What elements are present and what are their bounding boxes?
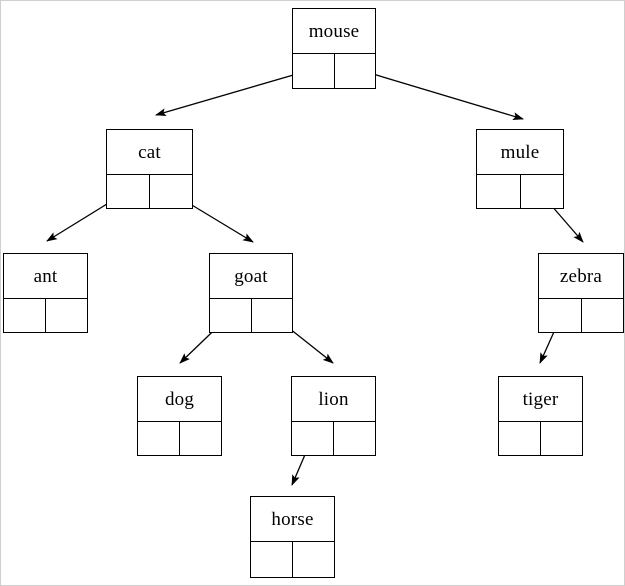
pointer-edge-mouse-cat xyxy=(155,68,315,117)
node-label-horse: horse xyxy=(251,497,334,542)
node-label-ant: ant xyxy=(4,254,87,299)
node-label-mouse: mouse xyxy=(293,9,375,54)
node-pointers-zebra xyxy=(539,299,623,332)
node-left-pointer-mule[interactable] xyxy=(477,175,521,208)
node-left-pointer-zebra[interactable] xyxy=(539,299,582,332)
node-right-pointer-mule[interactable] xyxy=(520,175,563,208)
tree-node-goat[interactable]: goat xyxy=(209,253,293,333)
node-right-pointer-lion[interactable] xyxy=(334,422,375,455)
node-right-pointer-dog[interactable] xyxy=(180,422,221,455)
node-pointers-mule xyxy=(477,175,563,208)
tree-node-dog[interactable]: dog xyxy=(137,376,222,456)
tree-node-horse[interactable]: horse xyxy=(250,496,335,578)
node-label-mule: mule xyxy=(477,130,563,175)
node-right-pointer-ant[interactable] xyxy=(46,299,87,332)
node-left-pointer-mouse[interactable] xyxy=(293,54,335,88)
node-right-pointer-mouse[interactable] xyxy=(334,54,375,88)
node-left-pointer-tiger[interactable] xyxy=(499,422,541,455)
node-left-pointer-goat[interactable] xyxy=(210,299,252,332)
tree-node-mouse[interactable]: mouse xyxy=(292,8,376,89)
node-right-pointer-horse[interactable] xyxy=(293,542,334,577)
node-label-cat: cat xyxy=(107,130,192,175)
tree-node-ant[interactable]: ant xyxy=(3,253,88,333)
node-pointers-ant xyxy=(4,299,87,332)
node-right-pointer-goat[interactable] xyxy=(251,299,292,332)
node-label-zebra: zebra xyxy=(539,254,623,299)
node-label-dog: dog xyxy=(138,377,221,422)
tree-node-zebra[interactable]: zebra xyxy=(538,253,624,333)
node-pointers-cat xyxy=(107,175,192,208)
node-left-pointer-lion[interactable] xyxy=(292,422,334,455)
node-right-pointer-cat[interactable] xyxy=(150,175,192,208)
node-left-pointer-horse[interactable] xyxy=(251,542,293,577)
node-left-pointer-ant[interactable] xyxy=(4,299,46,332)
node-pointers-goat xyxy=(210,299,292,332)
tree-node-lion[interactable]: lion xyxy=(291,376,376,456)
pointer-edge-mouse-mule xyxy=(352,67,524,120)
node-right-pointer-zebra[interactable] xyxy=(581,299,623,332)
node-label-goat: goat xyxy=(210,254,292,299)
node-pointers-mouse xyxy=(293,54,375,88)
node-left-pointer-cat[interactable] xyxy=(107,175,150,208)
node-pointers-horse xyxy=(251,542,334,577)
tree-node-cat[interactable]: cat xyxy=(106,129,193,209)
node-label-lion: lion xyxy=(292,377,375,422)
tree-node-tiger[interactable]: tiger xyxy=(498,376,583,456)
node-left-pointer-dog[interactable] xyxy=(138,422,180,455)
node-label-tiger: tiger xyxy=(499,377,582,422)
node-pointers-tiger xyxy=(499,422,582,455)
node-right-pointer-tiger[interactable] xyxy=(541,422,582,455)
node-pointers-lion xyxy=(292,422,375,455)
tree-node-mule[interactable]: mule xyxy=(476,129,564,209)
node-pointers-dog xyxy=(138,422,221,455)
